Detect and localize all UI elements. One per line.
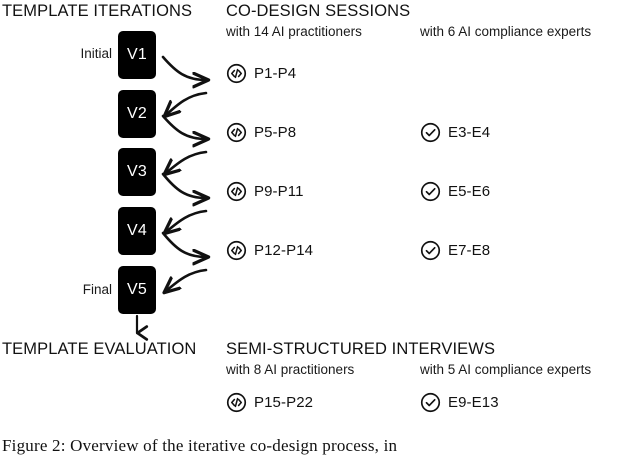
list-item-session-p5-p8[interactable]: P5-P8 [226, 122, 296, 143]
arrow-v3-to-session3 [161, 172, 206, 198]
session-label: P9-P11 [254, 183, 304, 200]
list-item-session-e3-e4[interactable]: E3-E4 [420, 122, 490, 143]
version-box-v1[interactable]: V1 [118, 31, 156, 79]
codesign-practitioners-caption: with 14 AI practitioners [226, 24, 362, 39]
version-box-v4[interactable]: V4 [118, 207, 156, 255]
check-circle-icon [420, 392, 441, 413]
semi-structured-interviews-header: SEMI-STRUCTURED INTERVIEWS [226, 340, 496, 358]
code-circle-icon [226, 122, 247, 143]
list-item-session-p1-p4[interactable]: P1-P4 [226, 63, 296, 84]
version-box-v5[interactable]: V5 [118, 266, 156, 314]
code-circle-icon [226, 392, 247, 413]
session-label: E7-E8 [448, 242, 491, 259]
list-item-session-e7-e8[interactable]: E7-E8 [420, 240, 490, 261]
session-label: P12-P14 [254, 242, 314, 259]
template-evaluation-header: TEMPLATE EVALUATION [2, 340, 197, 358]
arrow-session3-to-v4 [166, 209, 208, 232]
list-item-session-p12-p14[interactable]: P12-P14 [226, 240, 313, 261]
arrow-v4-to-session4 [161, 231, 206, 257]
initial-label: Initial [80, 46, 112, 61]
code-circle-icon [226, 63, 247, 84]
figure-caption: Figure 2: Overview of the iterative co-d… [2, 436, 398, 455]
evaluation-experts-caption: with 5 AI compliance experts [420, 362, 592, 377]
list-item-session-p9-p11[interactable]: P9-P11 [226, 181, 304, 202]
session-label: E5-E6 [448, 183, 491, 200]
version-box-v2[interactable]: V2 [118, 90, 156, 138]
arrow-v2-to-session2 [161, 114, 206, 139]
check-circle-icon [420, 181, 441, 202]
check-circle-icon [420, 240, 441, 261]
session-label: P5-P8 [254, 124, 297, 141]
co-design-sessions-header: CO-DESIGN SESSIONS [226, 2, 411, 20]
evaluation-practitioners-caption: with 8 AI practitioners [226, 362, 355, 377]
arrow-session1-to-v2 [166, 91, 208, 115]
list-item-interview-p15-p22[interactable]: P15-P22 [226, 392, 313, 413]
interview-label: P15-P22 [254, 394, 314, 411]
code-circle-icon [226, 240, 247, 261]
session-label: E3-E4 [448, 124, 491, 141]
arrow-v1-to-session1 [161, 55, 206, 80]
check-circle-icon [420, 122, 441, 143]
arrow-session4-to-v5 [166, 268, 208, 291]
list-item-session-e5-e6[interactable]: E5-E6 [420, 181, 490, 202]
arrow-session2-to-v3 [166, 150, 208, 173]
session-label: P1-P4 [254, 65, 297, 82]
interview-label: E9-E13 [448, 394, 499, 411]
codesign-experts-caption: with 6 AI compliance experts [420, 24, 592, 39]
list-item-interview-e9-e13[interactable]: E9-E13 [420, 392, 499, 413]
code-circle-icon [226, 181, 247, 202]
version-box-v3[interactable]: V3 [118, 148, 156, 196]
final-label: Final [82, 282, 112, 297]
template-iterations-header: TEMPLATE ITERATIONS [2, 2, 193, 20]
